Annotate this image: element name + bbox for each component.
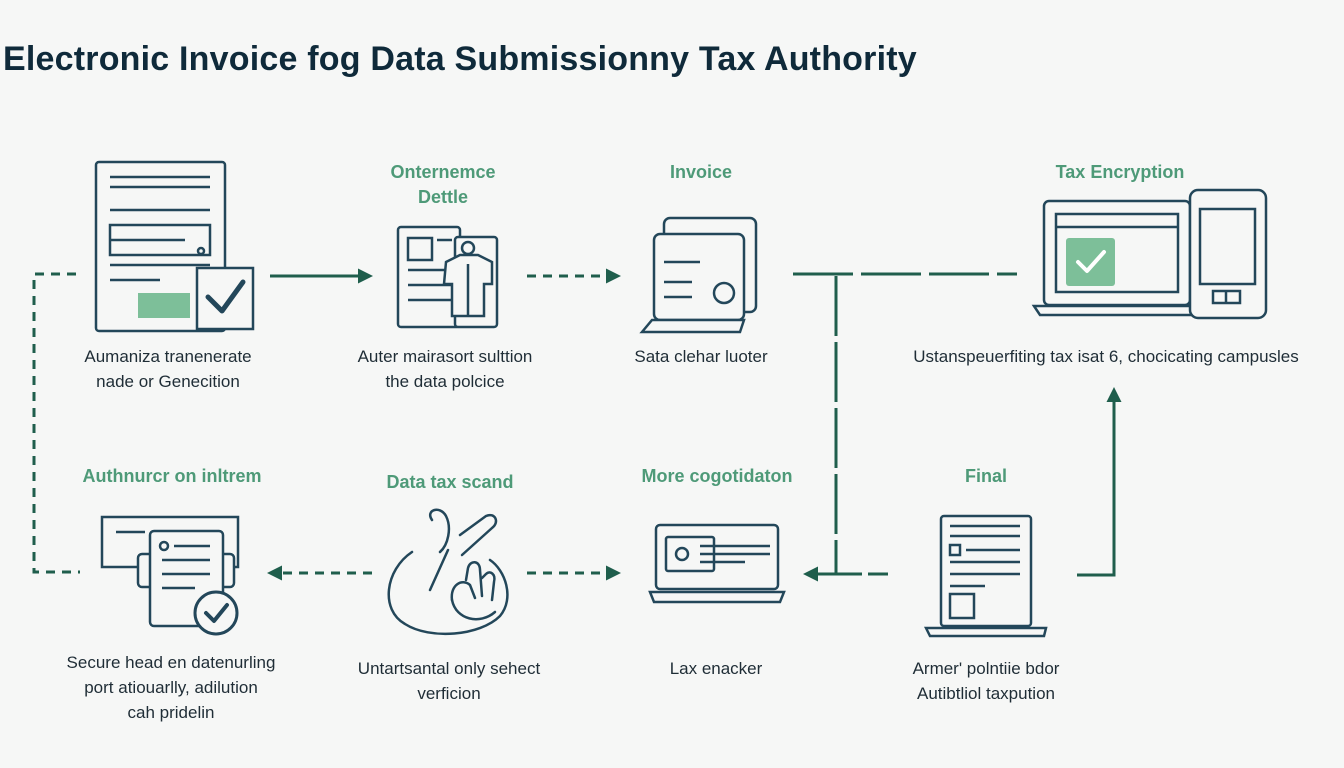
verified-documents-icon — [100, 515, 240, 636]
step-title-invoice: Invoice — [601, 160, 801, 185]
connectors — [32, 268, 1122, 582]
caption-line: Auter mairasort sulttion — [357, 347, 533, 366]
caption-line: Ustanspeuerfiting tax isat 6, chocicatin… — [913, 347, 1299, 366]
step-caption-generate: Aumaniza tranenerate nade or Genecition — [48, 344, 288, 394]
document-check-icon — [94, 160, 255, 333]
caption-line: Secure head en datenurling — [66, 653, 276, 672]
laptop-phone-icon — [1031, 188, 1268, 320]
caption-line: Lax enacker — [669, 659, 763, 678]
final-report-icon — [923, 514, 1048, 638]
step-title-line: Dettle — [417, 187, 468, 207]
step-title-line: Invoice — [669, 162, 733, 182]
hand-scan-icon — [387, 508, 509, 636]
step-title-data-scan: Data tax scand — [350, 470, 550, 495]
caption-line: verficion — [417, 684, 481, 703]
step-title-line: Data tax scand — [386, 472, 514, 492]
caption-line: Armer' polntiie bdor — [912, 659, 1060, 678]
step-caption-data-scan: Untartsantal only sehect verficion — [329, 656, 569, 706]
step-title-line: Tax Encryption — [1055, 162, 1185, 182]
step-caption-tax-encryption: Ustanspeuerfiting tax isat 6, chocicatin… — [880, 344, 1332, 369]
person-document-icon — [396, 225, 499, 329]
laptop-card-icon — [648, 523, 786, 604]
step-title-line: Final — [964, 466, 1007, 486]
step-caption-detail: Auter mairasort sulttion the data polcic… — [325, 344, 565, 394]
step-caption-invoice: Sata clehar luoter — [581, 344, 821, 369]
step-title-line: Onternemce — [390, 162, 496, 182]
connector-left-loop — [32, 272, 80, 574]
arrow-final-up — [1077, 387, 1122, 577]
step-title-final: Final — [886, 464, 1086, 489]
step-caption-more: Lax enacker — [596, 656, 836, 681]
caption-line: Sata clehar luoter — [634, 347, 768, 366]
caption-line: the data polcice — [385, 372, 505, 391]
step-caption-authentication: Secure head en datenurling port atiouarl… — [36, 650, 306, 725]
caption-line: port atiouarlly, adilution — [84, 678, 258, 697]
caption-line: Untartsantal only sehect — [357, 659, 541, 678]
step-title-more: More cogotidaton — [607, 464, 827, 489]
caption-line: Autibtliol taxpution — [917, 684, 1055, 703]
step-caption-final: Armer' polntiie bdor Autibtliol taxputio… — [866, 656, 1106, 706]
caption-line: nade or Genecition — [96, 372, 240, 391]
step-title-line: Authnurcr on inltrem — [82, 466, 262, 486]
page-title: Electronic Invoice fog Data Submissionny… — [3, 40, 917, 78]
connector-drop — [834, 276, 888, 576]
step-title-line: More cogotidaton — [641, 466, 793, 486]
step-title-detail: Onternemce Dettle — [343, 160, 543, 210]
caption-line: cah pridelin — [127, 703, 215, 722]
invoice-icon — [639, 216, 758, 334]
step-title-authentication: Authnurcr on inltrem — [57, 464, 287, 489]
step-title-tax-encryption: Tax Encryption — [1020, 160, 1220, 185]
caption-line: Aumaniza tranenerate — [84, 347, 252, 366]
